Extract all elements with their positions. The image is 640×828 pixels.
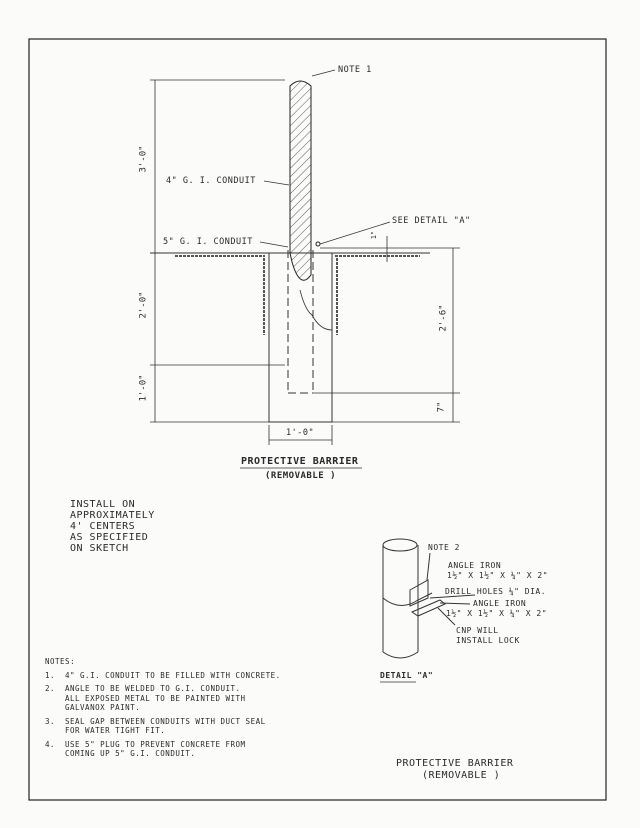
note-line: 4" G.I. CONDUIT TO BE FILLED WITH CONCRE…	[65, 670, 281, 680]
detail-a-drawing	[382, 538, 476, 659]
install-note-line: ON SKETCH	[70, 543, 129, 554]
install-note: INSTALL ON APPROXIMATELY 4' CENTERS AS S…	[70, 499, 155, 554]
install-note-line: 4' CENTERS	[70, 521, 136, 532]
note-item: 2. ANGLE TO BE WELDED TO G.I. CONDUIT.ALL…	[45, 684, 281, 713]
angle-iron-1-size: 1½" X 1½" X ¼" X 2"	[447, 571, 549, 580]
angle-iron-2-label: ANGLE IRON 1½" X 1½" X ¼" X 2"	[446, 599, 547, 619]
angle-iron-1-name: ANGLE IRON	[448, 561, 502, 570]
conduit-5-label: 5" G. I. CONDUIT	[163, 237, 253, 247]
notes-block: NOTES: 1. 4" G.I. CONDUIT TO BE FILLED WI…	[45, 657, 281, 759]
note-number: 4.	[45, 739, 56, 749]
note-line: USE 5" PLUG TO PREVENT CONCRETE FROM	[65, 739, 246, 749]
dim-sleeve-projection: 1"	[370, 230, 379, 240]
notes-heading: NOTES:	[45, 657, 76, 666]
note-line: FOR WATER TIGHT FIT.	[65, 726, 166, 735]
note-line: SEAL GAP BETWEEN CONDUITS WITH DUCT SEAL	[65, 716, 266, 726]
lock-line: CNP WILL	[456, 626, 499, 635]
sheet-border	[28, 38, 607, 801]
note-number: 2.	[45, 684, 56, 693]
dim-sleeve-depth: 2'-6"	[438, 304, 449, 332]
cable-line	[299, 289, 333, 331]
note-item: 3. SEAL GAP BETWEEN CONDUITS WITH DUCT SE…	[45, 717, 281, 736]
sleeve-5-conduit	[287, 250, 314, 394]
drill-holes-label: DRILL HOLES ¼" DIA.	[445, 587, 547, 596]
main-subtitle: (REMOVABLE )	[265, 471, 337, 481]
lock-label: CNP WILL INSTALL LOCK	[456, 626, 520, 646]
lock-tab	[315, 241, 321, 247]
note-line: GALVANOX PAINT.	[65, 703, 141, 712]
conduit-4-pole	[289, 80, 312, 281]
note-line: ANGLE TO BE WELDED TO G.I. CONDUIT.	[65, 684, 241, 693]
dim-bottom-cover: 7"	[436, 401, 447, 413]
note-number: 1.	[45, 670, 56, 680]
footer-subtitle: (REMOVABLE )	[422, 770, 501, 781]
ground-hatch	[175, 255, 420, 335]
see-detail-label: SEE DETAIL "A"	[392, 216, 471, 226]
note2-label: NOTE 2	[428, 543, 460, 552]
install-note-line: AS SPECIFIED	[70, 532, 149, 543]
angle-iron-2-size: 1½" X 1½" X ¼" X 2"	[446, 609, 548, 618]
conduit-4-label: 4" G. I. CONDUIT	[166, 176, 256, 186]
dim-upper-embed: 2'-0"	[138, 291, 149, 319]
angle-iron-2-name: ANGLE IRON	[473, 599, 527, 608]
main-title: PROTECTIVE BARRIER	[241, 456, 359, 467]
footer-title: PROTECTIVE BARRIER	[396, 758, 514, 769]
dimension-lines	[150, 69, 460, 683]
note1-label: NOTE 1	[338, 65, 372, 75]
detail-a-title: DETAIL "A"	[380, 671, 434, 680]
note-number: 3.	[45, 716, 56, 726]
dim-above-ground: 3'-0"	[138, 145, 149, 173]
note-item: 1. 4" G.I. CONDUIT TO BE FILLED WITH CONC…	[45, 671, 281, 681]
note-line: ALL EXPOSED METAL TO BE PAINTED WITH	[65, 693, 246, 703]
angle-iron-1-label: ANGLE IRON 1½" X 1½" X ¼" X 2"	[447, 561, 549, 581]
dim-lower-embed: 1'-0"	[138, 374, 149, 402]
dim-footing-width: 1'-0"	[286, 428, 315, 438]
install-note-line: INSTALL ON	[70, 499, 136, 510]
lock-line: INSTALL LOCK	[456, 636, 520, 645]
note-line: COMING UP 5" G.I. CONDUIT.	[65, 749, 196, 758]
install-note-line: APPROXIMATELY	[70, 510, 155, 521]
